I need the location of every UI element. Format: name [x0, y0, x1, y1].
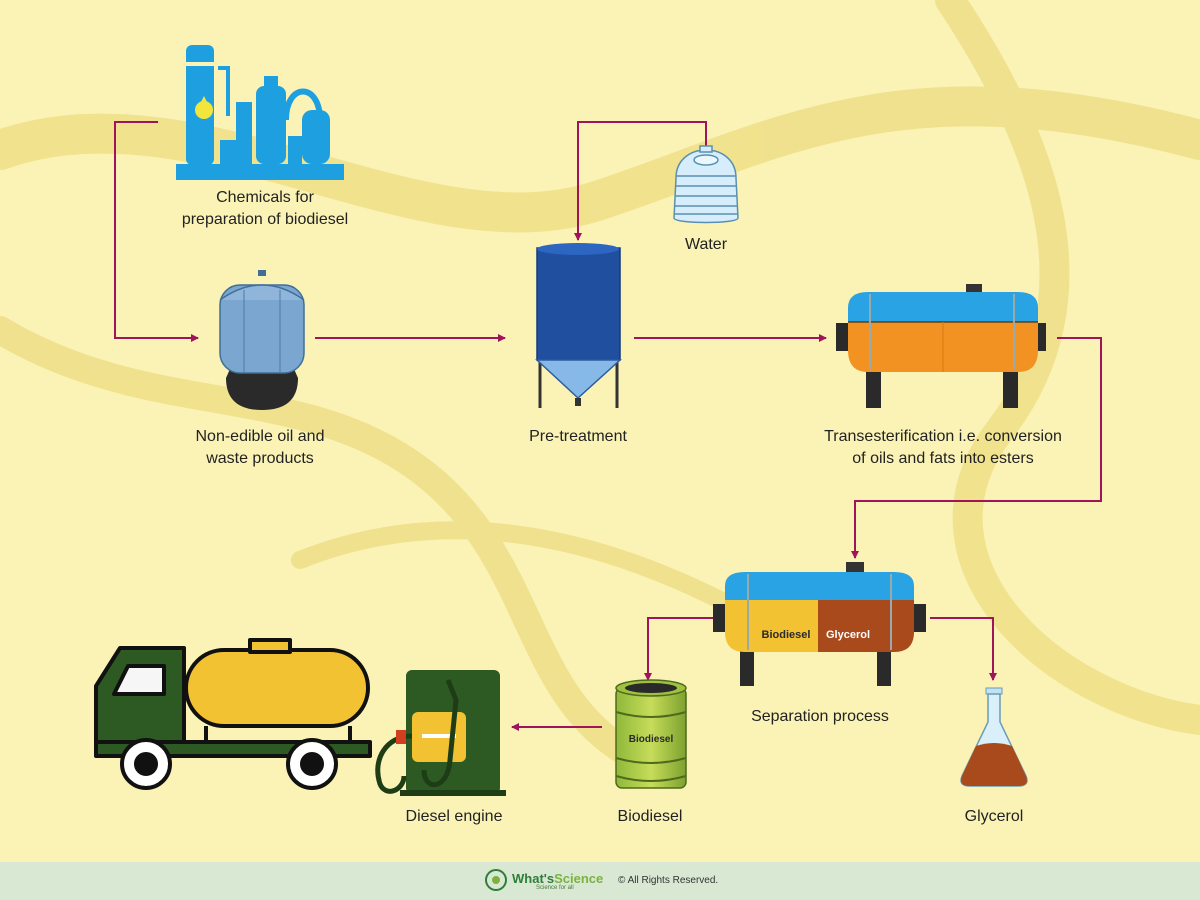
- water-tank-icon: [673, 145, 739, 224]
- flow-arrows: [114, 121, 1102, 731]
- biodiesel-drum-icon: [615, 679, 687, 789]
- arrow-transesterification-to-separation: [851, 337, 1102, 559]
- separation-tank-icon: [713, 562, 926, 686]
- brand-tagline: Science for all: [536, 885, 574, 891]
- label-pretreatment: Pre-treatment: [529, 428, 627, 445]
- label-chemicals-line2: preparation of biodiesel: [181, 211, 349, 228]
- tanker-truck-icon: [94, 638, 372, 790]
- brand-name-part2: Science: [554, 871, 604, 886]
- label-transesterification-line1: Transesterification i.e. conversion: [824, 428, 1062, 445]
- oil-storage-tank-icon: [219, 270, 305, 410]
- label-transesterification-line2: of oils and fats into esters: [852, 450, 1034, 467]
- label-diesel-engine: Diesel engine: [405, 808, 503, 825]
- chemical-plant-icon: [176, 45, 344, 180]
- copyright-text: © All Rights Reserved.: [618, 875, 719, 886]
- footer-bar: [0, 862, 1200, 900]
- brand-logo-icon: [485, 869, 507, 891]
- brand-name-part1: What's: [512, 871, 555, 886]
- arrow-chemicals-to-oil: [114, 121, 199, 342]
- arrow-water-to-pretreatment: [574, 121, 707, 241]
- label-biodiesel: Biodiesel: [617, 808, 683, 825]
- arrow-separation-to-glycerol: [930, 617, 997, 681]
- label-chemicals: Chemicals for preparation of biodiesel: [150, 187, 380, 231]
- label-separation: Separation process: [751, 708, 889, 725]
- drum-label: Biodiesel: [629, 734, 674, 745]
- fuel-pump-icon: [375, 670, 506, 796]
- tank-biodiesel-label: Biodiesel: [762, 629, 811, 641]
- label-glycerol: Glycerol: [964, 808, 1024, 825]
- arrow-separation-to-biodiesel: [644, 617, 713, 681]
- transesterification-tank-icon: [836, 284, 1046, 408]
- label-chemicals-line1: Chemicals for: [216, 189, 314, 206]
- pretreatment-tank-icon: [535, 243, 622, 408]
- label-oil: Non-edible oil and waste products: [150, 426, 370, 470]
- label-oil-line1: Non-edible oil and: [195, 428, 325, 445]
- label-transesterification: Transesterification i.e. conversion of o…: [800, 426, 1086, 470]
- label-water: Water: [684, 236, 728, 253]
- label-oil-line2: waste products: [206, 450, 314, 467]
- glycerol-flask-icon: [960, 687, 1028, 787]
- brand-name: What'sScience: [512, 871, 603, 886]
- tank-glycerol-label: Glycerol: [826, 629, 870, 641]
